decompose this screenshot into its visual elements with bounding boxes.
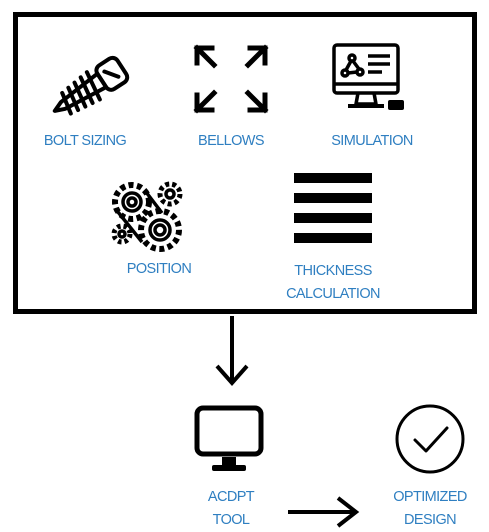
thickness-calculation-label: THICKNESS CALCULATION — [262, 260, 404, 306]
output-label-line2: DESIGN — [404, 512, 457, 528]
simulation-label: SIMULATION — [331, 133, 413, 149]
thickness-label-line1: THICKNESS — [294, 263, 372, 279]
arrow-right-icon — [288, 496, 360, 528]
check-circle-icon — [395, 404, 465, 474]
screw-icon — [52, 55, 130, 116]
horizontal-bars-icon — [294, 173, 372, 243]
bolt-sizing-label: BOLT SIZING — [43, 133, 127, 149]
computer-analytics-icon — [332, 43, 404, 110]
bellows-label: BELLOWS — [198, 133, 265, 149]
thickness-label-line2: CALCULATION — [286, 286, 380, 302]
acdpt-tool-label: ACDPT TOOL — [186, 486, 276, 532]
input-modules-box — [13, 12, 477, 314]
monitor-icon — [194, 405, 264, 471]
optimized-design-label: OPTIMIZED DESIGN — [374, 486, 486, 532]
output-label-line1: OPTIMIZED — [393, 489, 467, 505]
tool-label-line1: ACDPT — [207, 489, 255, 505]
expand-arrows-icon — [193, 44, 269, 114]
gears-icon — [111, 181, 183, 252]
arrow-down-icon — [215, 316, 249, 387]
tool-label-line2: TOOL — [212, 512, 250, 528]
position-label: POSITION — [126, 261, 192, 277]
